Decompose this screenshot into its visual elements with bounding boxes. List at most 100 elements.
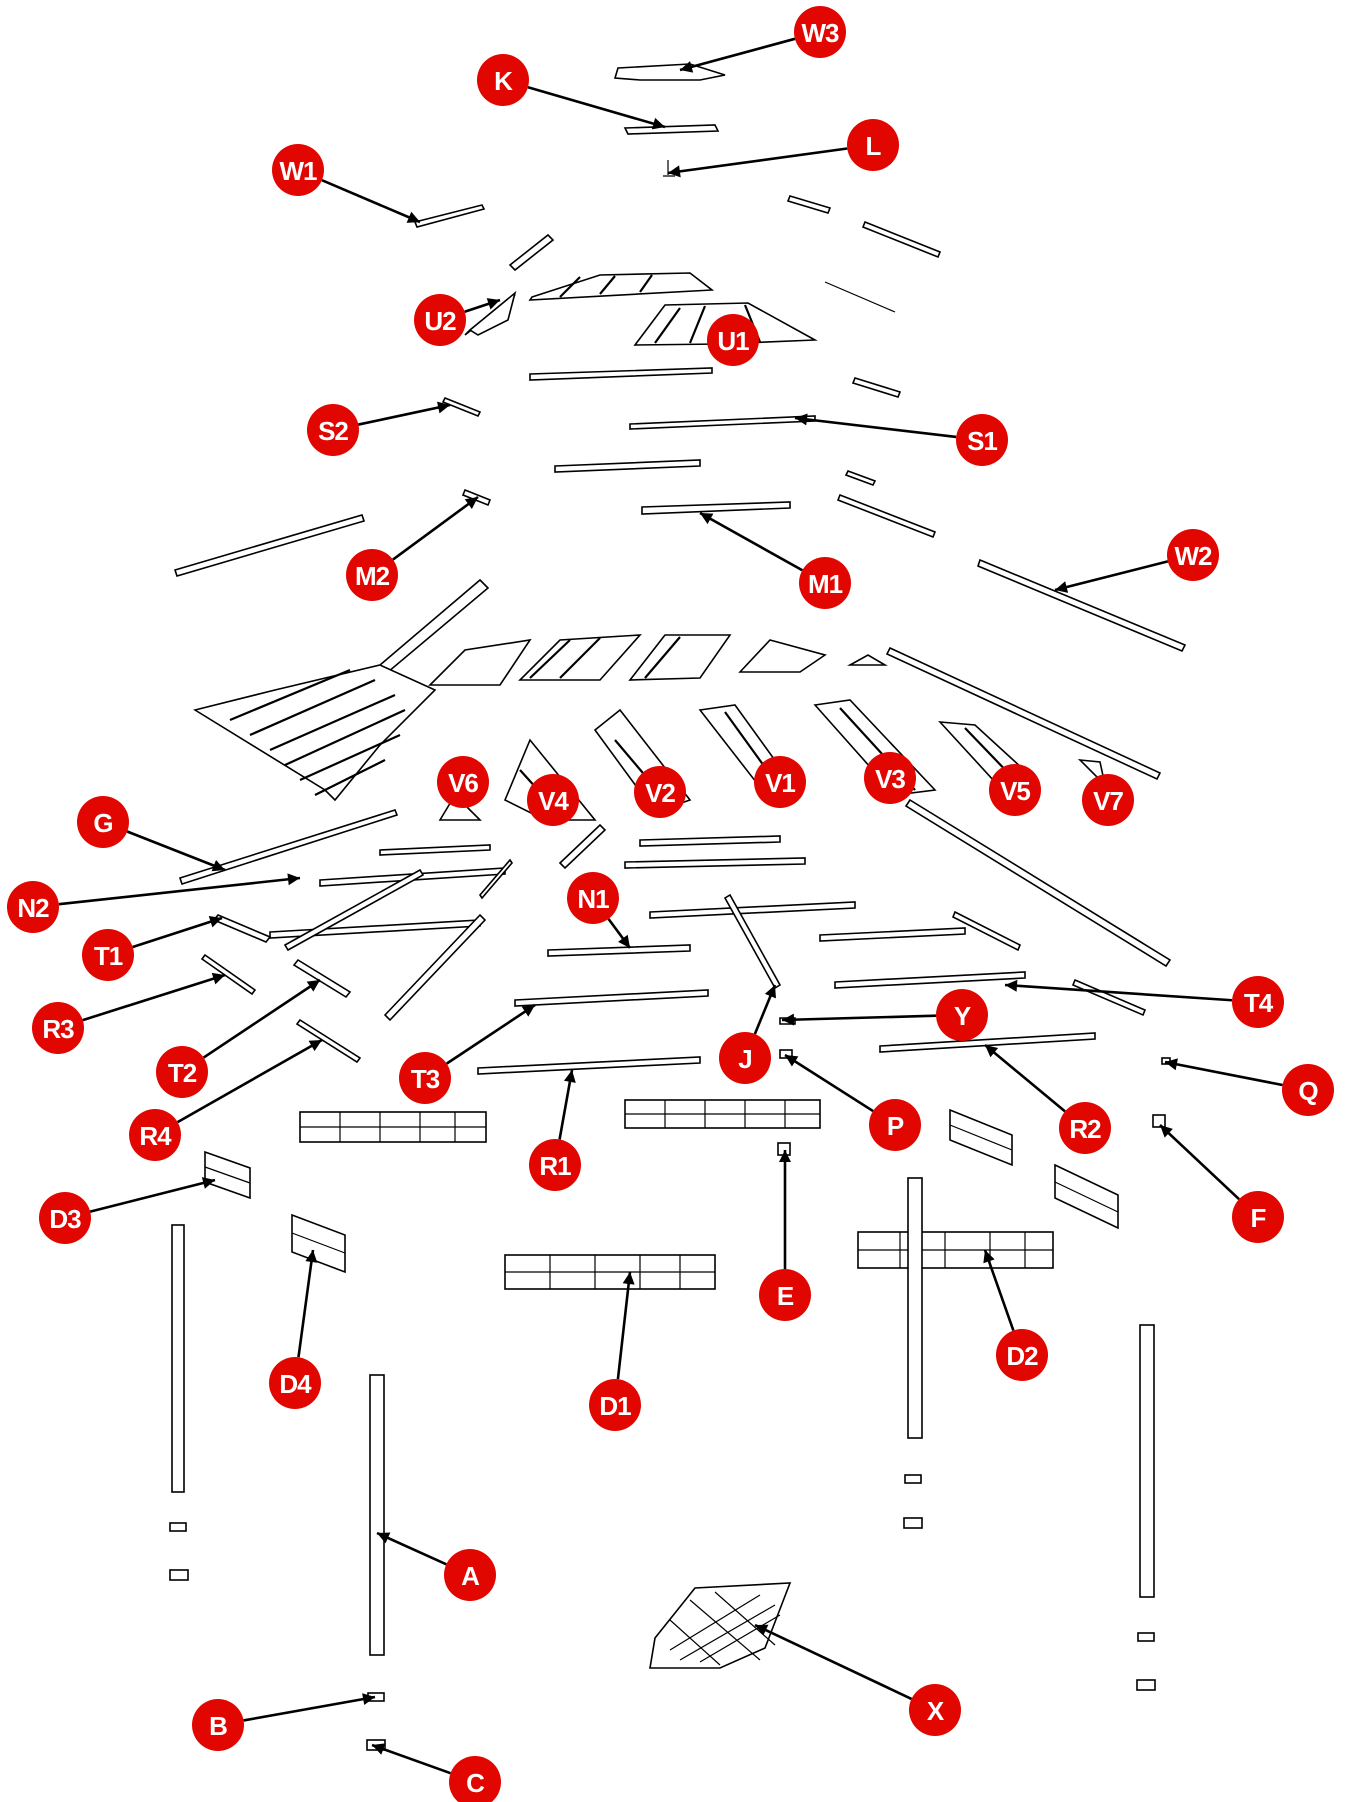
- part-bar-upper-2: [851, 377, 902, 398]
- part-post-right: [1139, 1324, 1155, 1598]
- callout-f: F: [1232, 1191, 1284, 1243]
- callout-text: V4: [538, 786, 569, 816]
- part-rail-upper-left: [299, 1111, 487, 1143]
- callout-w1: W1: [272, 144, 324, 196]
- part-d2-rail: [857, 1231, 1054, 1269]
- callout-v6: V6: [437, 756, 489, 808]
- callout-text: L: [866, 131, 882, 161]
- arrowhead-w2: [1055, 581, 1069, 593]
- part-trim-top-right-b: [861, 220, 942, 259]
- hatch-10: [284, 709, 406, 766]
- callout-q: Q: [1282, 1064, 1334, 1116]
- callout-circle: [567, 872, 619, 924]
- callout-w3: W3: [794, 6, 846, 58]
- part-post-a: [369, 1374, 385, 1656]
- callout-t3: T3: [399, 1052, 451, 1104]
- part-d1-rail: [504, 1254, 716, 1290]
- hatch-14: [559, 637, 601, 679]
- part-roof-left: [192, 664, 437, 802]
- callout-circle: [437, 756, 489, 808]
- callout-e: E: [759, 1269, 811, 1321]
- part-x-mat: [649, 1582, 792, 1669]
- leader-r2: [984, 1043, 1066, 1113]
- callout-text: M1: [808, 569, 843, 599]
- hatch-13: [529, 639, 571, 679]
- leader-n2: [58, 876, 301, 906]
- arrowhead-y: [782, 1013, 795, 1026]
- callout-text: T1: [94, 941, 123, 971]
- leader-w3: [679, 37, 796, 72]
- part-foot-left-b: [169, 1522, 187, 1532]
- callout-text: D4: [279, 1369, 312, 1399]
- leader-d4: [297, 1249, 315, 1358]
- callout-text: A: [461, 1561, 480, 1591]
- callout-n2: N2: [7, 881, 59, 933]
- callout-circle: [589, 1379, 641, 1431]
- leader-c: [371, 1743, 451, 1775]
- arrowhead-r2: [985, 1045, 999, 1058]
- part-frame-bar-14: [904, 798, 1172, 968]
- leader-p: [784, 1053, 874, 1113]
- callout-circle: [759, 1269, 811, 1321]
- part-s2: [441, 396, 482, 418]
- part-f-bracket: [1152, 1114, 1166, 1128]
- callout-circle: [399, 1052, 451, 1104]
- leader-d1: [616, 1271, 632, 1380]
- leader-w1: [321, 178, 421, 224]
- hatch-5: [688, 305, 707, 344]
- callout-circle: [449, 1756, 501, 1802]
- leader-t2: [202, 978, 321, 1059]
- callout-text: U1: [717, 326, 749, 356]
- part-t4-bar: [834, 971, 1026, 989]
- callout-s2: S2: [307, 404, 359, 456]
- leader-lines: [58, 37, 1283, 1775]
- callout-circle: [719, 1032, 771, 1084]
- arrowhead-f: [1160, 1125, 1173, 1138]
- callout-text: Q: [1298, 1076, 1318, 1106]
- leader-r4: [176, 1038, 323, 1124]
- leader-t4: [1004, 983, 1233, 1002]
- part-foot-r-b: [1137, 1632, 1155, 1642]
- arrowhead-w3: [680, 61, 694, 73]
- callout-circle: [1082, 774, 1134, 826]
- part-rail-upper-right: [949, 1108, 1013, 1167]
- part-frame-bar-12: [819, 927, 966, 942]
- part-frame-bar-15: [1071, 978, 1147, 1017]
- callout-d3: D3: [39, 1192, 91, 1244]
- leader-f: [1159, 1124, 1240, 1201]
- callout-d2: D2: [996, 1329, 1048, 1381]
- callout-text: P: [887, 1111, 904, 1141]
- callout-w2: W2: [1167, 529, 1219, 581]
- callout-t2: T2: [156, 1046, 208, 1098]
- leader-t3: [445, 1003, 536, 1065]
- arrowhead-a: [377, 1532, 391, 1544]
- hatch-12: [314, 759, 386, 796]
- part-frame-bar-1: [379, 844, 491, 856]
- callout-circle: [307, 404, 359, 456]
- callout-text: D3: [49, 1204, 81, 1234]
- callout-circle: [77, 796, 129, 848]
- part-t1-bracket: [212, 914, 272, 943]
- callout-text: R2: [1069, 1114, 1101, 1144]
- arrowhead-m1: [700, 513, 714, 525]
- callout-circle: [7, 881, 59, 933]
- callout-circle: [996, 1329, 1048, 1381]
- leader-m1: [699, 511, 803, 572]
- leader-q: [1164, 1060, 1283, 1087]
- part-trim-top-right-a: [786, 195, 832, 214]
- callout-x: X: [909, 1684, 961, 1736]
- part-frame-bar-4: [639, 835, 781, 847]
- callout-circle: [269, 1357, 321, 1409]
- part-trim-top-right-c: [824, 281, 896, 313]
- arrowhead-b: [362, 1693, 375, 1706]
- callout-d4: D4: [269, 1357, 321, 1409]
- callout-b: B: [192, 1699, 244, 1751]
- leader-y: [781, 1014, 937, 1022]
- part-w2: [977, 558, 1187, 653]
- arrowhead-k: [651, 117, 665, 130]
- callout-circle: [754, 756, 806, 808]
- part-trim-top-left: [508, 233, 555, 272]
- callout-circle: [527, 774, 579, 826]
